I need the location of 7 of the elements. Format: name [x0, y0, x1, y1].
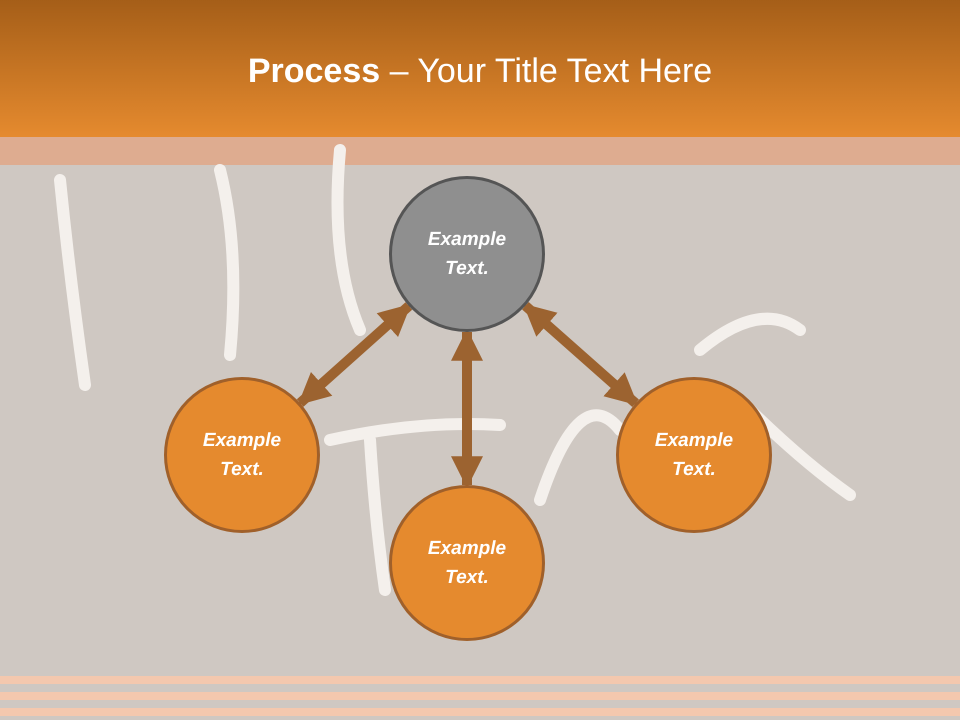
node-label: Example Text. [202, 429, 282, 482]
node-label: Example Text. [426, 537, 508, 590]
double-arrow [522, 302, 639, 408]
double-arrow [296, 302, 412, 407]
node-label: Example Text. [654, 429, 734, 482]
node-label: Example Text. [426, 228, 508, 281]
title: Process – Your Title Text Here [246, 52, 714, 91]
